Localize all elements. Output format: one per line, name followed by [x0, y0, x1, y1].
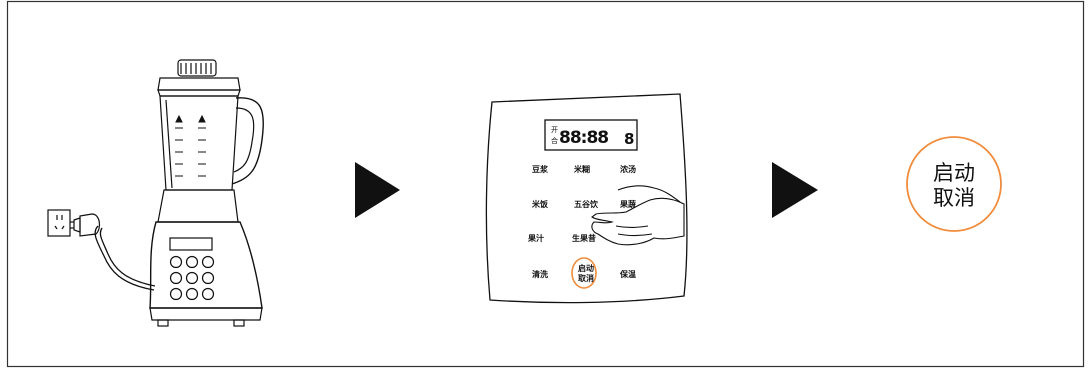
blender-icon: [95, 60, 263, 326]
panel-key-label: 米糊: [573, 164, 590, 174]
lcd-extra-digit: 8: [624, 130, 634, 148]
lcd-unit-top: 开: [551, 126, 558, 134]
control-panel-icon: 开 合 88:88 8 豆浆 米糊 浓汤 米饭 五谷饮 果蔬 果汁 生果昔 冰沙…: [486, 94, 687, 303]
start-cancel-label-line1: 启动: [933, 161, 975, 185]
panel-key-label: 五谷饮: [574, 199, 599, 209]
panel-start-label-line2: 取消: [578, 273, 594, 283]
panel-key-label: 浓汤: [620, 164, 636, 174]
panel-key-label: 果汁: [527, 233, 544, 243]
panel-key-label: 米饭: [531, 199, 548, 209]
panel-key-label: 生果昔: [572, 233, 596, 243]
panel-key-label: 清洗: [532, 269, 548, 279]
lcd-digits: 88:88: [559, 128, 608, 148]
start-cancel-label-line2: 取消: [933, 186, 975, 210]
panel-key-label: 保温: [619, 269, 636, 279]
start-cancel-button: 启动 取消: [907, 137, 1001, 231]
arrow-right-icon: [772, 162, 818, 218]
panel-start-label-line1: 启动: [578, 263, 594, 273]
wall-socket-icon: [48, 210, 70, 236]
panel-key-label: 豆浆: [532, 164, 549, 174]
lcd-unit-bottom: 合: [551, 136, 558, 145]
arrow-right-icon: [355, 162, 400, 218]
